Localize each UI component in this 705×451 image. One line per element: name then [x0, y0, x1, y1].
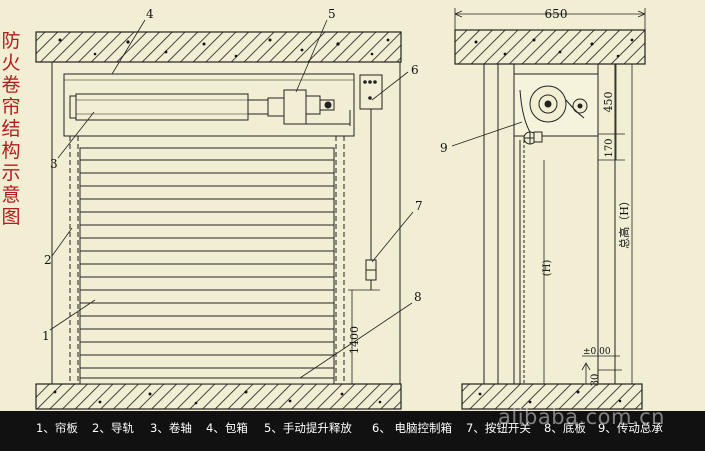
guide-rails	[69, 136, 345, 384]
legend-bar: 1、帘板 2、导轨 3、卷轴 4、包箱 5、手动提升释放 6、 电脑控制箱 7、…	[0, 411, 705, 451]
zero-level-label: ±0.00	[583, 347, 611, 357]
bottom-plate	[79, 377, 335, 385]
legend-item-4: 4、包箱	[206, 421, 248, 435]
dim-side-vertical	[543, 63, 633, 384]
callout-8: 8	[414, 290, 422, 304]
dim-1400-label: 1400	[348, 326, 361, 354]
legend-item-9: 9、传动总承	[598, 421, 663, 435]
callout-4: 4	[146, 7, 154, 21]
box-housing	[63, 73, 355, 137]
callout-3: 3	[50, 157, 58, 171]
diagram-title: 防火卷帘结构示意图	[1, 30, 21, 228]
watermark: alibaba.com.cn	[498, 405, 665, 429]
floor-slab-front	[35, 383, 402, 410]
h-label: (H)	[542, 260, 553, 277]
callout-9: 9	[440, 141, 448, 155]
legend-item-6: 6、 电脑控制箱	[372, 421, 452, 435]
floor-slab-side	[461, 383, 643, 410]
dim-170-label: 170	[604, 138, 615, 157]
legend-item-3: 3、卷轴	[150, 421, 192, 435]
dim-1400	[348, 289, 380, 385]
total-height-label: 总高（H）	[617, 195, 631, 249]
legend-item-7: 7、按钮开关	[466, 421, 531, 435]
callout-5: 5	[328, 7, 336, 21]
dim-650-label: 650	[545, 7, 568, 21]
legend-item-1: 1、帘板	[36, 421, 78, 435]
curtain-side	[519, 140, 525, 384]
callout-7: 7	[415, 199, 423, 213]
curtain-slats	[79, 147, 335, 379]
legend-item-8: 8、底板	[544, 421, 586, 435]
ceiling-slab-front	[35, 31, 402, 63]
walls-front	[51, 62, 401, 384]
ceiling-slab-side	[454, 29, 646, 65]
legend-item-2: 2、导轨	[92, 421, 134, 435]
roller-shaft	[69, 93, 269, 121]
dim-650	[454, 8, 646, 30]
leader-lines-front	[49, 19, 414, 379]
callout-1: 1	[42, 329, 50, 343]
drive-assembly	[513, 73, 599, 145]
button-switch	[365, 259, 377, 290]
manual-release	[267, 89, 351, 126]
control-box	[359, 74, 383, 260]
leader-9	[451, 121, 523, 147]
zero-level-marker	[581, 355, 622, 384]
legend-item-5: 5、手动提升释放	[264, 421, 352, 435]
callout-2: 2	[44, 253, 52, 267]
dim-450-label: 450	[602, 92, 615, 113]
dim-30-label: 30	[590, 374, 601, 387]
callout-6: 6	[411, 63, 419, 77]
